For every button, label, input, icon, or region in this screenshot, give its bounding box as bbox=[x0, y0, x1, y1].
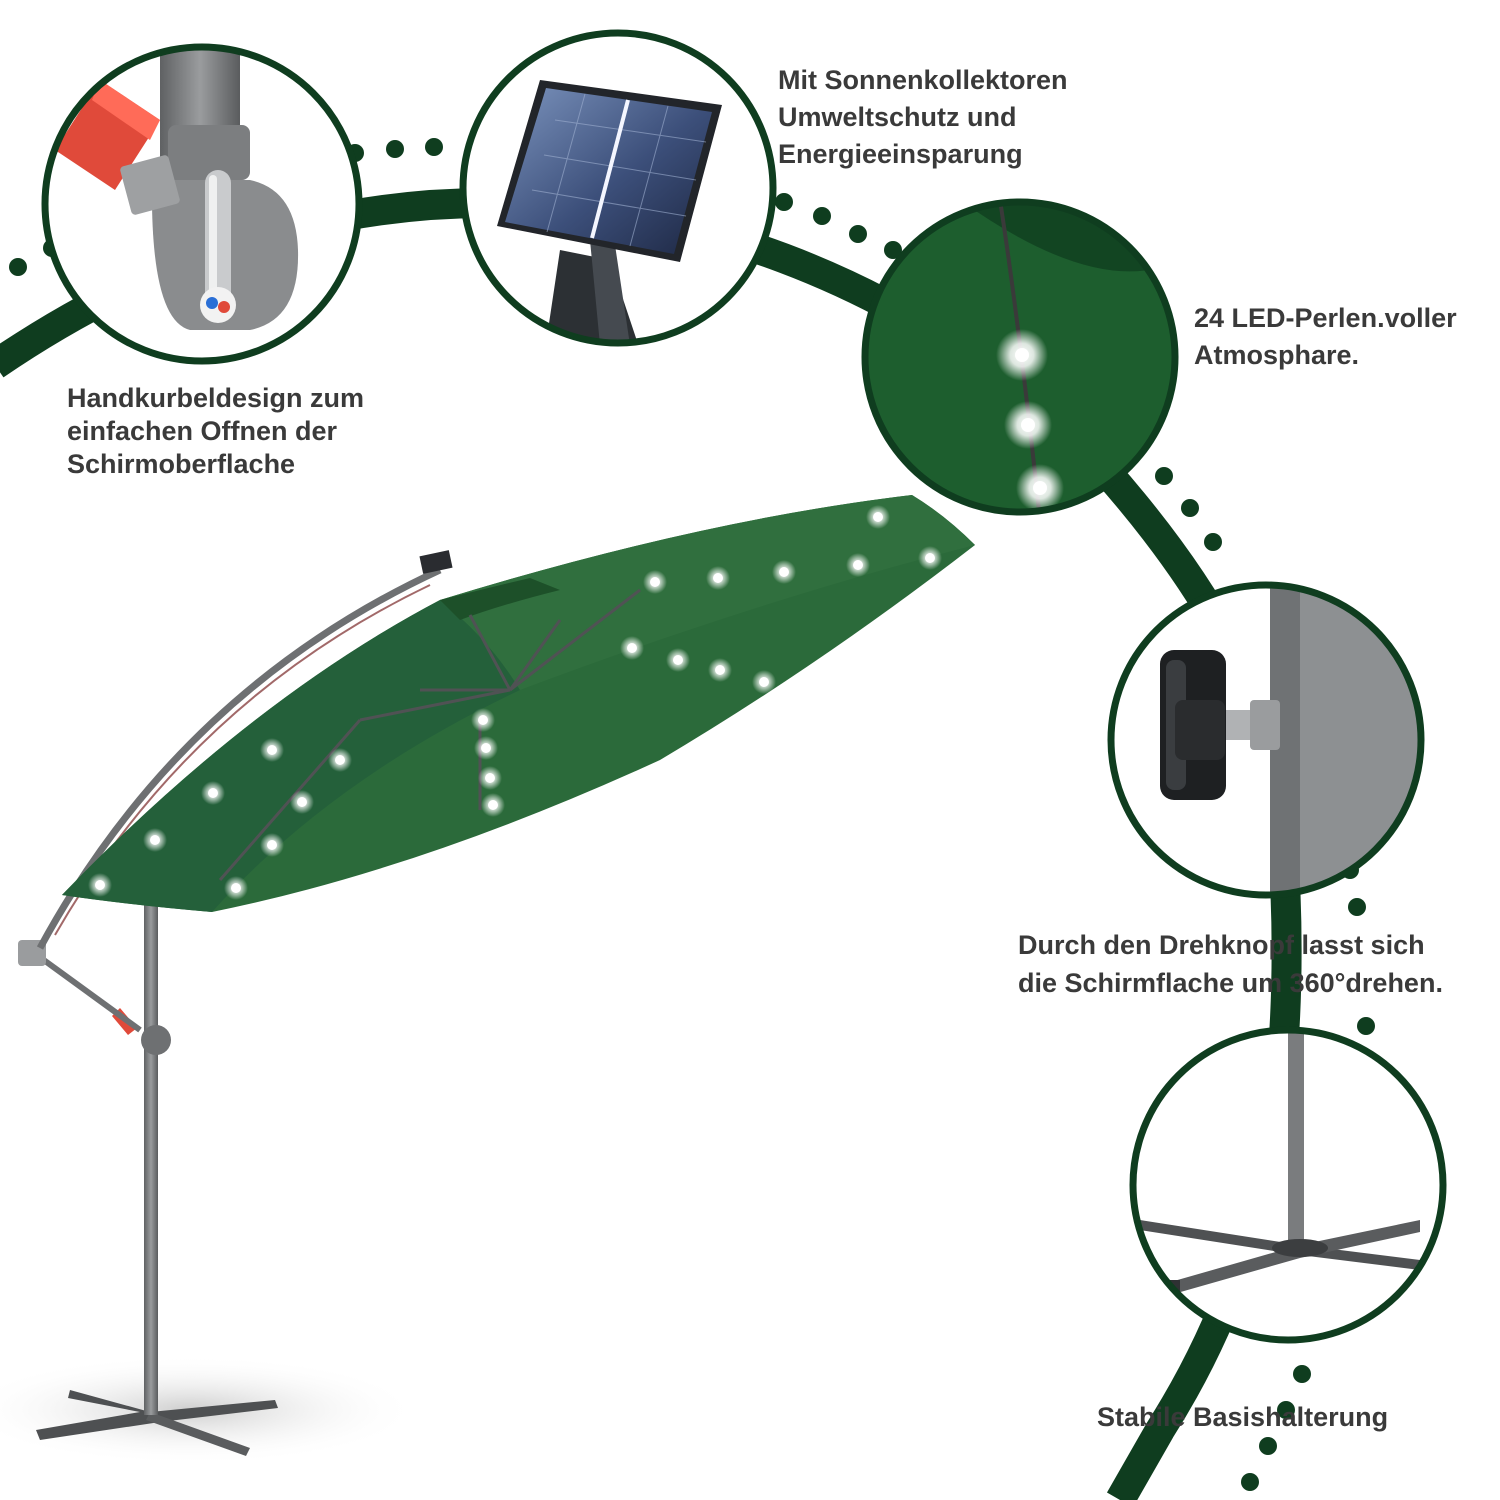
crank-caption-line: Schirmoberflache bbox=[67, 449, 296, 479]
knob-caption-line: die Schirmflache um 360°drehen. bbox=[1018, 968, 1443, 998]
knob-caption-line: Durch den Drehknopf lasst sich bbox=[1018, 930, 1425, 960]
solar-caption: Mit Sonnenkollektoren Umweltschutz und E… bbox=[778, 62, 1068, 173]
led-caption-line: 24 LED-Perlen.voller bbox=[1194, 303, 1457, 333]
base-caption: Stabile Basishalterung bbox=[1097, 1399, 1388, 1436]
hand-crank-icon bbox=[55, 47, 299, 330]
crank-caption: Handkurbeldesign zum einfachen Offnen de… bbox=[67, 382, 364, 481]
led-caption: 24 LED-Perlen.voller Atmosphare. bbox=[1194, 300, 1457, 374]
crank-detail-circle bbox=[41, 43, 363, 365]
solar-panel-icon bbox=[497, 80, 722, 343]
crank-caption-line: einfachen Offnen der bbox=[67, 416, 338, 446]
solar-caption-line: Umweltschutz und bbox=[778, 102, 1017, 132]
led-detail-circle bbox=[861, 198, 1179, 516]
knob-detail-circle bbox=[1107, 581, 1425, 899]
solar-caption-line: Energieeinsparung bbox=[778, 139, 1023, 169]
cantilever-umbrella-icon bbox=[0, 495, 975, 1465]
cross-base-icon bbox=[1140, 1030, 1420, 1295]
solar-caption-line: Mit Sonnenkollektoren bbox=[778, 65, 1068, 95]
decorative-dots bbox=[9, 138, 1377, 1491]
knob-caption: Durch den Drehknopf lasst sich die Schir… bbox=[1018, 926, 1443, 1002]
crank-caption-line: Handkurbeldesign zum bbox=[67, 383, 365, 413]
base-detail-circle bbox=[1129, 1026, 1447, 1344]
led-light-icon bbox=[865, 202, 1175, 512]
solar-detail-circle bbox=[459, 29, 777, 347]
led-caption-line: Atmosphare. bbox=[1194, 340, 1360, 370]
base-caption-line: Stabile Basishalterung bbox=[1097, 1402, 1389, 1432]
